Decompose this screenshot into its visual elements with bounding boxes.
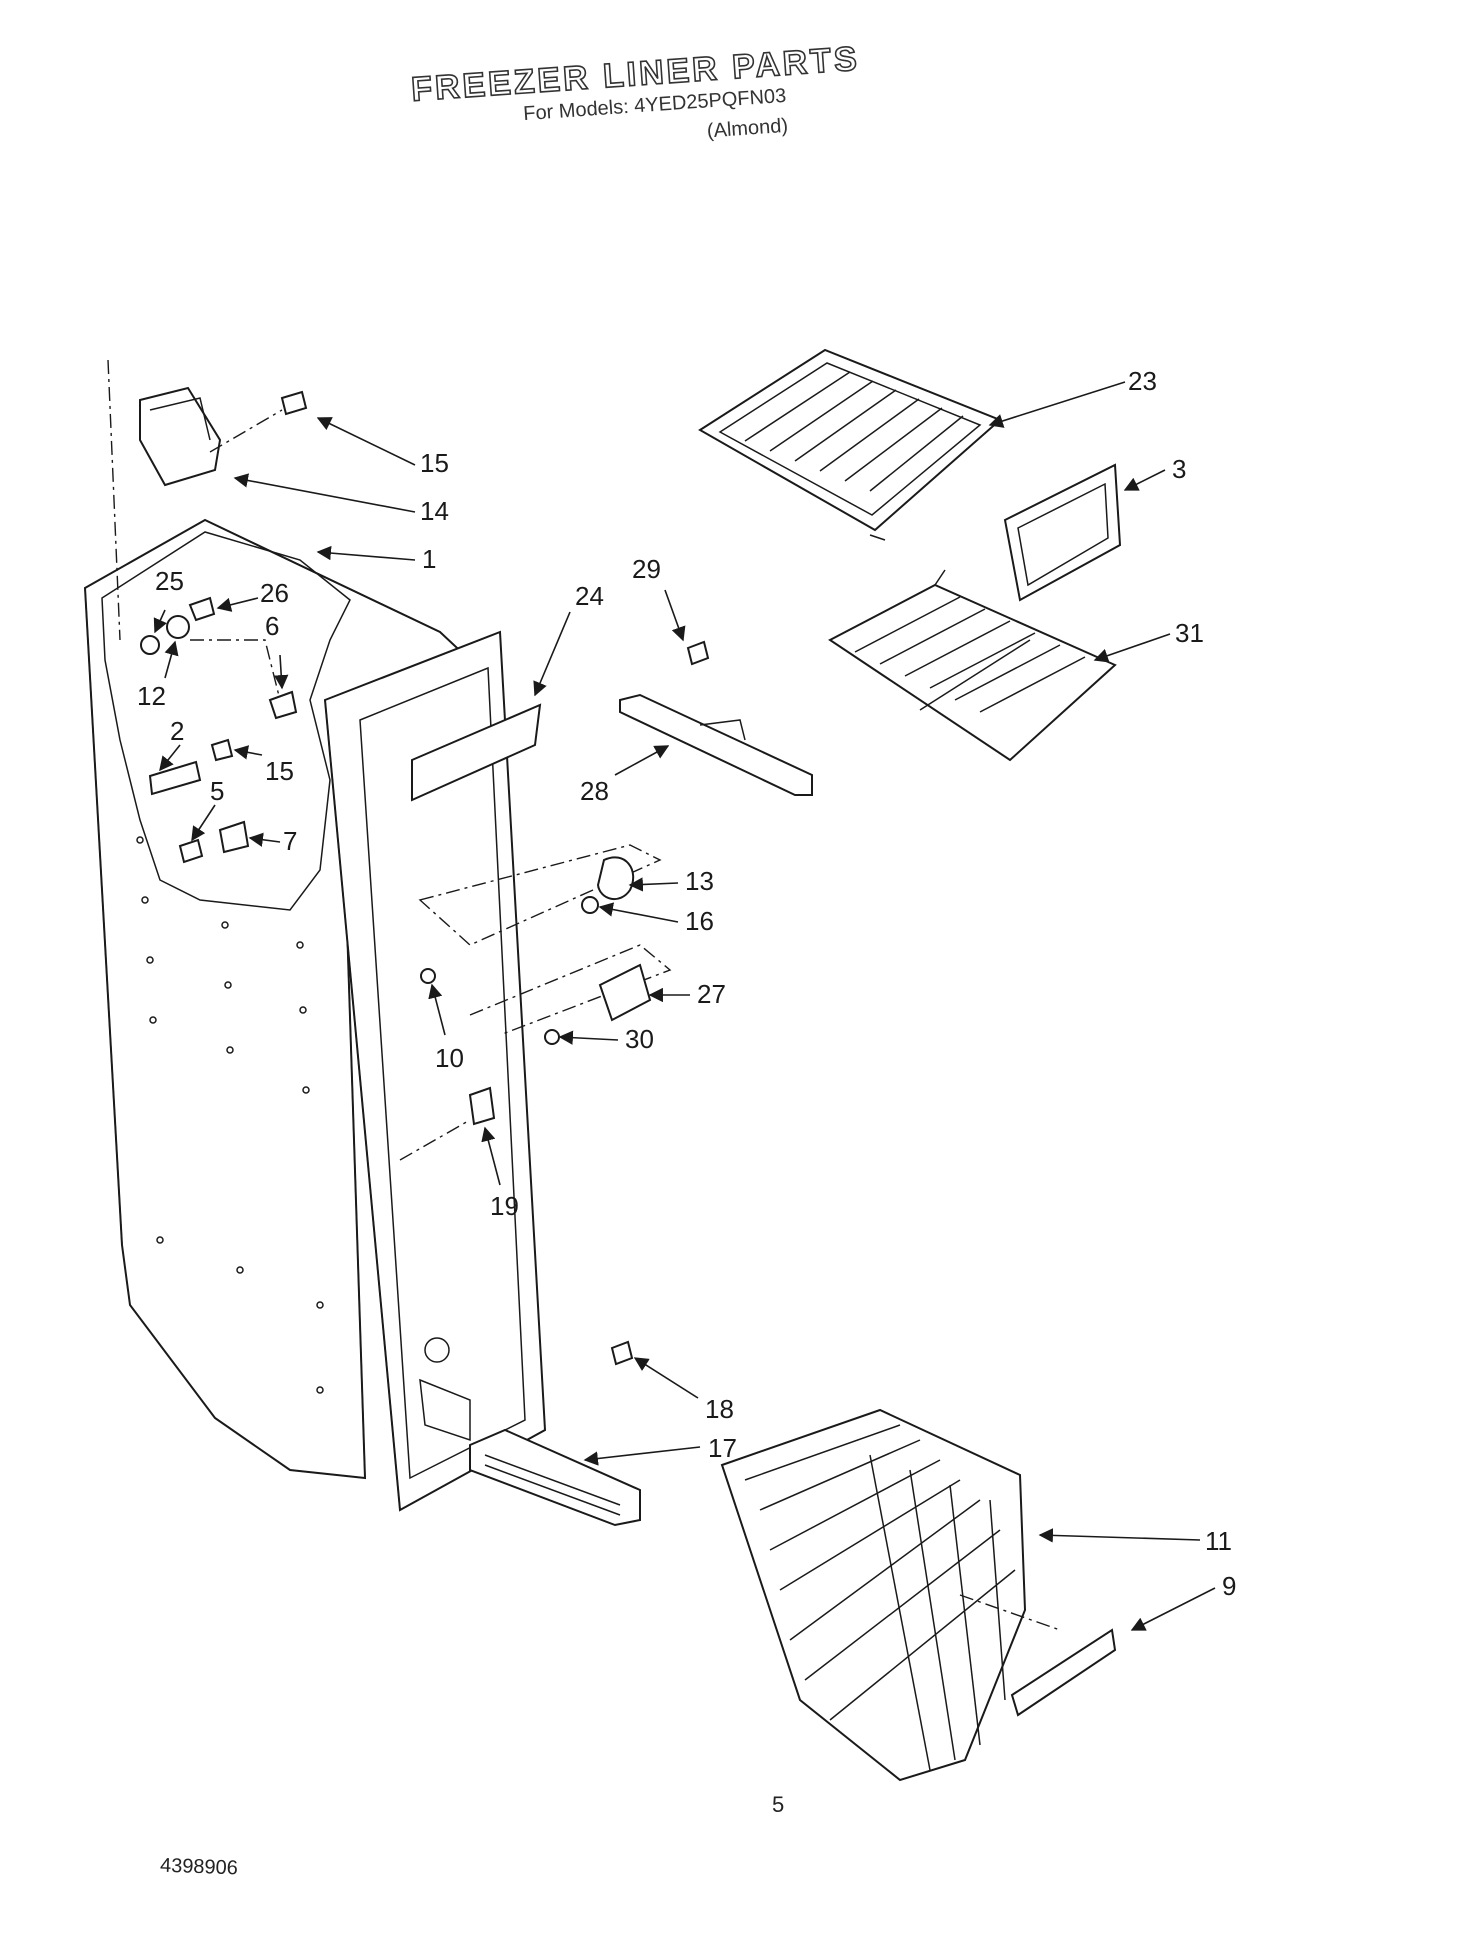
part-24-trim xyxy=(411,703,542,802)
callout-28: 28 xyxy=(580,776,609,806)
part-26-clip xyxy=(188,596,216,622)
part-15-screw-mid xyxy=(210,738,234,762)
part-13-knob xyxy=(596,856,635,900)
part-11-basket xyxy=(720,1408,1061,1782)
part-10-plug xyxy=(420,968,436,984)
part-14-bracket xyxy=(139,386,222,487)
document-number: 4398906 xyxy=(159,1854,239,1880)
callout-10: 10 xyxy=(435,1043,464,1073)
callout-3: 3 xyxy=(1172,454,1186,484)
part-7-holder xyxy=(218,820,250,854)
callout-6: 6 xyxy=(265,611,279,641)
callout-labels: 15 14 1 23 3 31 24 29 28 13 16 27 30 10 … xyxy=(137,366,1236,1601)
callout-11: 11 xyxy=(1205,1526,1232,1556)
callout-14: 14 xyxy=(420,496,449,526)
part-25-bulb xyxy=(140,635,160,655)
part-31-wire-shelf xyxy=(828,569,1117,762)
callout-9: 9 xyxy=(1222,1571,1236,1601)
callout-2: 2 xyxy=(170,716,184,746)
callout-1: 1 xyxy=(422,544,436,574)
callout-12: 12 xyxy=(137,681,166,711)
callout-30: 30 xyxy=(625,1024,654,1054)
leader-lines xyxy=(153,381,1216,1631)
callout-25: 25 xyxy=(155,566,184,596)
callout-29: 29 xyxy=(632,554,661,584)
small-components xyxy=(140,596,298,864)
callout-18: 18 xyxy=(705,1394,734,1424)
part-28-rail xyxy=(619,693,813,796)
callout-26: 26 xyxy=(260,578,289,608)
callout-24: 24 xyxy=(575,581,604,611)
part-12-socket xyxy=(166,615,190,639)
part-18-screw xyxy=(610,1340,634,1366)
callout-16: 16 xyxy=(685,906,714,936)
part-2-cover xyxy=(148,760,202,796)
callout-15: 15 xyxy=(420,448,449,478)
part-17-grille xyxy=(469,1428,641,1527)
page-number: 5 xyxy=(772,1792,785,1817)
callout-27: 27 xyxy=(697,979,726,1009)
part-9-strip xyxy=(1010,1628,1117,1717)
part-6-damper xyxy=(268,690,298,720)
front-components xyxy=(399,844,672,1161)
liner-front-frame xyxy=(323,630,547,1512)
part-19-switch xyxy=(468,1086,496,1126)
part-23-shelf xyxy=(698,348,1002,541)
callout-23: 23 xyxy=(1128,366,1157,396)
part-15-screw-top xyxy=(209,390,308,453)
callout-13: 13 xyxy=(685,866,714,896)
part-3-frame xyxy=(1003,463,1122,602)
freezer-liner-body xyxy=(83,359,472,1480)
callout-7: 7 xyxy=(283,826,297,856)
part-29-screw xyxy=(686,640,710,666)
part-30-screw xyxy=(544,1029,560,1045)
part-5-screw xyxy=(178,838,204,864)
callout-5: 5 xyxy=(210,776,224,806)
part-16-screw xyxy=(581,896,599,914)
callout-31: 31 xyxy=(1175,618,1204,648)
callout-17: 17 xyxy=(708,1433,737,1463)
callout-19: 19 xyxy=(490,1191,519,1221)
callout-15-mid: 15 xyxy=(265,756,294,786)
part-27-control xyxy=(598,963,652,1022)
